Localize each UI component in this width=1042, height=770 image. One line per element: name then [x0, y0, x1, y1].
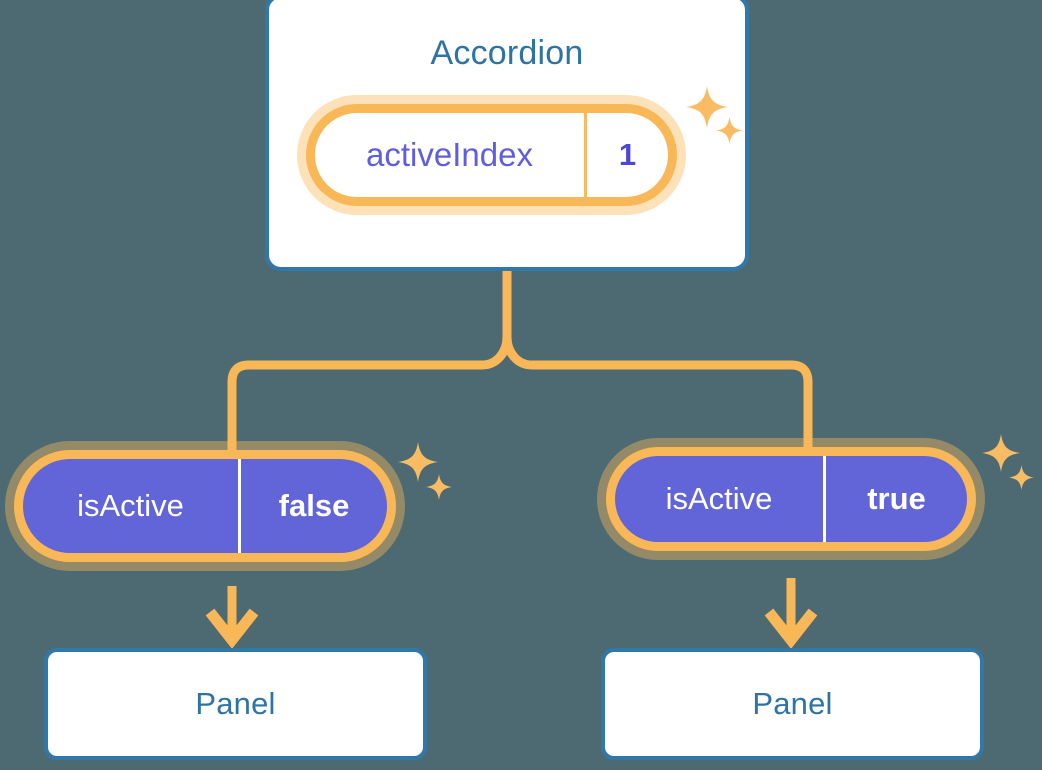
- badge-key: isActive: [23, 459, 241, 553]
- sparkle-icon-large: [982, 434, 1020, 472]
- badge-value: true: [867, 481, 926, 516]
- badge-pill[interactable]: isActive false: [14, 450, 396, 562]
- sparkle-icon-large: [398, 442, 438, 482]
- state-badge-is-active-true[interactable]: isActive true: [606, 447, 976, 551]
- panel-card-left: Panel: [44, 648, 427, 760]
- state-badge-active-index[interactable]: activeIndex 1: [306, 104, 677, 206]
- sparkle-icon-small: [1009, 465, 1034, 490]
- badge-pill[interactable]: isActive true: [606, 447, 976, 551]
- arrow-down-icon-left: [205, 586, 259, 649]
- panel-title: Panel: [752, 686, 833, 721]
- page-title: Accordion: [430, 34, 584, 72]
- badge-value: 1: [618, 137, 637, 172]
- badge-pill[interactable]: activeIndex 1: [306, 104, 677, 206]
- panel-card-right: Panel: [601, 648, 984, 760]
- state-badge-is-active-false[interactable]: isActive false: [14, 450, 396, 562]
- connector-branch-right: [502, 336, 813, 452]
- panel-title: Panel: [195, 686, 276, 721]
- badge-value: false: [278, 488, 350, 523]
- arrow-down-icon-right: [764, 578, 818, 649]
- sparkle-icon-small: [426, 474, 452, 500]
- connector-branch-left: [227, 336, 512, 455]
- badge-key: activeIndex: [315, 113, 587, 197]
- badge-key: isActive: [615, 456, 826, 542]
